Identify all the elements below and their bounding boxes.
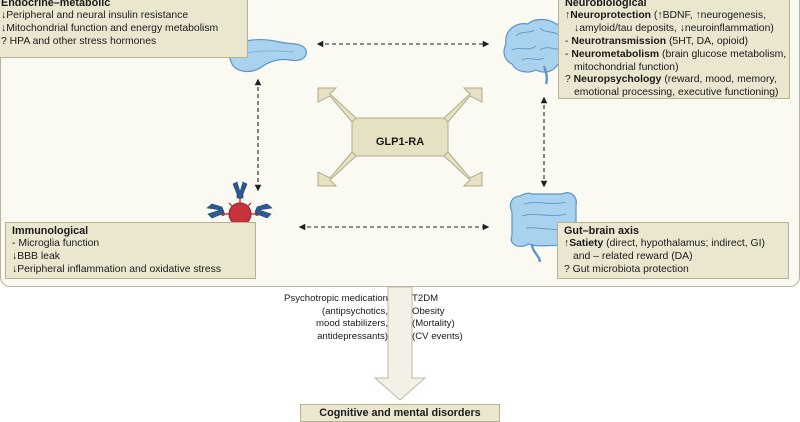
neuro-line-4: - Neurometabolism (brain glucose metabol… <box>565 48 787 60</box>
outcome-box: Cognitive and mental disorders <box>300 404 500 422</box>
neuro-title: Neurobiological <box>565 0 647 9</box>
neuro-line-7: emotional processing, executive function… <box>574 87 779 99</box>
downward-arrow <box>373 286 427 401</box>
brain-icon <box>503 18 572 85</box>
neuro-line-2: ↓amyloid/tau deposits, ↓neuroinflammatio… <box>574 22 774 34</box>
neuro-line-5: mitochondrial function) <box>574 61 679 73</box>
endocrine-line: ? HPA and other stress hormones <box>1 35 157 47</box>
endocrine-title: Endocrine–metabolic <box>1 0 111 9</box>
note-line: (Mortality) <box>412 318 455 330</box>
endocrine-metabolic-box: Endocrine–metabolic ↓Peripheral and neur… <box>0 0 248 58</box>
note-line: Obesity <box>412 305 445 317</box>
note-line: Psychotropic medication <box>284 293 388 304</box>
note-line: mood stabilizers, <box>316 318 388 330</box>
immuno-line: ↓Peripheral inflammation and oxidative s… <box>12 263 222 275</box>
immuno-line: - Microglia function <box>12 237 100 249</box>
gut-brain-axis-box: Gut–brain axis ↑Satiety (direct, hypotha… <box>557 222 789 279</box>
note-line: (antipsychotics, <box>321 305 388 317</box>
psychotropic-medication-notes: Psychotropic medication (antipsychotics,… <box>255 293 388 343</box>
gutbrain-line-1: ↑Satiety (direct, hypothalamus; indirect… <box>564 237 765 249</box>
glp1-ra-label: GLP1-RA <box>375 136 425 148</box>
immuno-title: Immunological <box>12 225 89 237</box>
center-cross-arrow <box>317 87 483 187</box>
neuro-line-3: - Neurotransmission (5HT, DA, opioid) <box>565 35 749 47</box>
neuro-line-6: ? Neuropsychology (reward, mood, memory, <box>565 74 777 86</box>
gutbrain-title: Gut–brain axis <box>564 225 640 237</box>
immuno-line: ↓BBB leak <box>12 250 60 262</box>
neurobiological-box: Neurobiological ↑Neuroprotection (↑BDNF,… <box>558 0 790 99</box>
endocrine-line: ↓Peripheral and neural insulin resistanc… <box>1 9 189 21</box>
neuro-line-1: ↑Neuroprotection (↑BDNF, ↑neurogenesis, <box>565 9 766 21</box>
note-line: antidepressants) <box>317 330 388 342</box>
gutbrain-line-2: and – related reward (DA) <box>573 250 693 262</box>
endocrine-line: ↓Mitochondrial function and energy metab… <box>1 22 219 34</box>
note-line: (CV events) <box>412 330 463 342</box>
note-line: T2DM <box>412 293 439 304</box>
immunological-box: Immunological - Microglia function ↓BBB … <box>5 222 256 279</box>
comorbidity-notes: T2DM Obesity (Mortality) (CV events) <box>412 293 463 343</box>
gutbrain-line-3: ? Gut microbiota protection <box>564 263 689 275</box>
